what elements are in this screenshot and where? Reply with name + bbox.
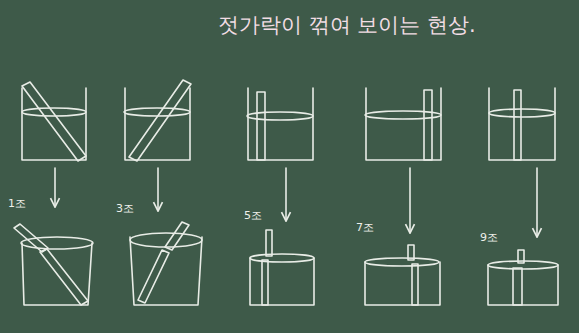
- group-label: 5조: [244, 210, 262, 222]
- beaker-before-2: [124, 80, 191, 161]
- beaker-before-4: [365, 88, 441, 160]
- beaker-after-5: [488, 250, 558, 305]
- beaker-before-5: [489, 88, 555, 160]
- beaker-after-2: [130, 222, 202, 305]
- beaker-before-1: [22, 82, 86, 161]
- beaker-after-4: [365, 245, 440, 305]
- board-title: 젓가락이 꺾여 보이는 현상.: [218, 14, 476, 37]
- beaker-after-1: [14, 224, 93, 305]
- group-label: 9조: [480, 232, 498, 244]
- group-label: 1조: [8, 198, 26, 210]
- group-label: 7조: [356, 222, 374, 234]
- beaker-after-3: [250, 230, 314, 305]
- down-arrows: [55, 168, 537, 236]
- beaker-before-3: [247, 88, 313, 160]
- group-label: 3조: [116, 203, 134, 215]
